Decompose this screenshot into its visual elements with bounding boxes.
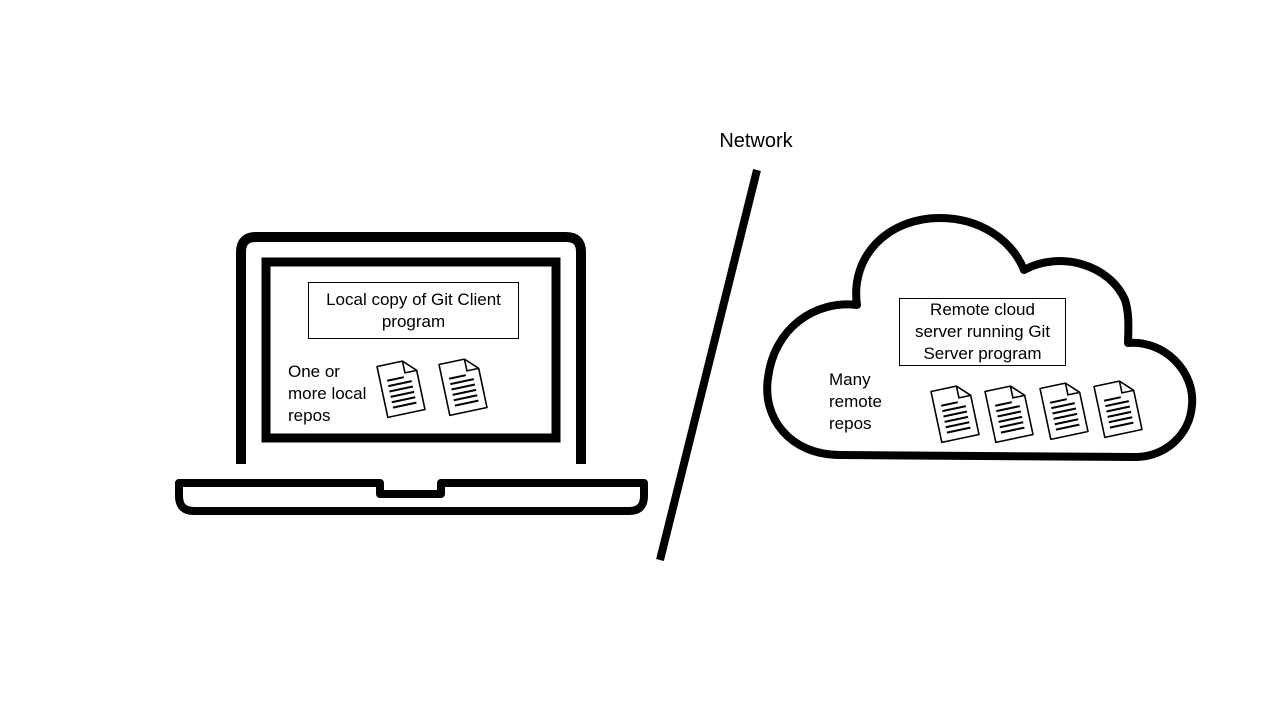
document-icon	[438, 358, 488, 417]
network-divider-line	[656, 169, 761, 561]
document-icon	[376, 360, 426, 419]
local-repo-documents	[376, 358, 488, 419]
document-icon	[1039, 382, 1089, 441]
local-repos-label: One or more local repos	[288, 362, 367, 425]
git-client-box: Local copy of Git Client program	[308, 282, 519, 339]
remote-repos-label: Many remote repos	[829, 370, 882, 433]
laptop-base	[175, 479, 648, 515]
document-icon	[930, 385, 980, 444]
laptop-icon	[175, 232, 648, 515]
remote-repo-documents	[930, 380, 1143, 444]
network-label: Network	[719, 130, 793, 152]
cloud-icon	[763, 214, 1197, 461]
git-server-box: Remote cloud server running Git Server p…	[899, 298, 1066, 366]
laptop-lid	[236, 232, 586, 464]
document-icon	[984, 385, 1034, 444]
document-icon	[1093, 380, 1143, 439]
laptop-screen	[261, 257, 561, 443]
